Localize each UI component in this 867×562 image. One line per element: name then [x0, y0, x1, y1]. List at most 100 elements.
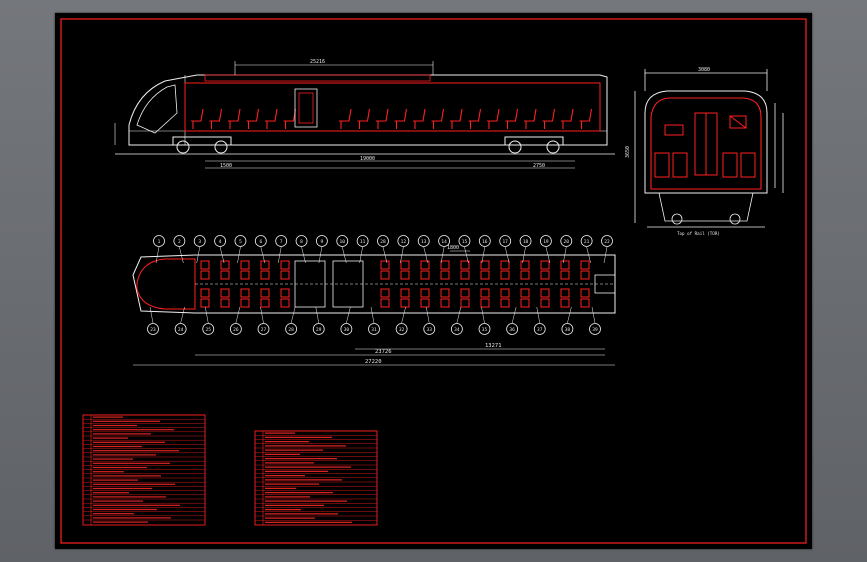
plan-seat [580, 260, 590, 270]
plan-seat [200, 298, 210, 308]
legend-row-text [265, 445, 346, 447]
plan-seat [500, 288, 510, 298]
legend-row-text [93, 492, 129, 494]
plan-seat [260, 288, 270, 298]
dim-side-mid: 19000 [360, 156, 375, 162]
balloon-number: 10 [340, 239, 346, 245]
balloon [275, 235, 288, 247]
balloon-number: 23 [150, 327, 156, 333]
legend-row-text [93, 500, 143, 502]
balloon-number: 28 [288, 327, 294, 333]
legend-row-text [93, 450, 179, 452]
legend-row-text [93, 479, 138, 481]
balloon [340, 323, 353, 335]
plan-seat [580, 288, 590, 298]
balloon-number: 29 [316, 327, 322, 333]
plan-seat [520, 260, 530, 270]
legend-row-text [93, 475, 161, 477]
balloon [533, 323, 546, 335]
legend-table-left[interactable] [82, 414, 206, 526]
balloon-number: 32 [399, 327, 405, 333]
front-cross-section[interactable]: 3080 3650 Top of Rail (TOR) [625, 67, 784, 236]
plan-seat [420, 260, 430, 270]
balloon-number: 39 [592, 327, 598, 333]
plan-seat [440, 298, 450, 308]
seat-mark [524, 108, 537, 129]
plan-seat [540, 298, 550, 308]
legend-row-text [93, 429, 174, 431]
legend-row-text [265, 487, 296, 489]
legend-row-text [265, 496, 310, 498]
balloon [499, 235, 512, 247]
balloon-number: 18 [523, 239, 529, 245]
balloon [561, 323, 574, 335]
balloon [395, 323, 408, 335]
seat-mark [376, 108, 389, 129]
plan-seat [260, 298, 270, 308]
balloon-number: 9 [321, 239, 324, 245]
seat-mark [487, 108, 500, 129]
dim-plan-mid: 23726 [375, 349, 392, 355]
balloon [506, 323, 519, 335]
legend-row-text [93, 437, 128, 439]
plan-seat [380, 260, 390, 270]
balloon-number: 11 [360, 239, 366, 245]
legend-row-text [265, 504, 324, 506]
balloon-number: 30 [344, 327, 350, 333]
balloon-number: 7 [280, 239, 283, 245]
seat-mark [561, 108, 574, 129]
balloon-number: 25 [206, 327, 212, 333]
plan-seat [240, 270, 250, 280]
plan-seat [480, 260, 490, 270]
dim-side-overall: 25216 [310, 59, 325, 65]
plan-seat [380, 298, 390, 308]
legend-row-text [93, 496, 166, 498]
plan-seat [460, 260, 470, 270]
side-elevation[interactable]: 25216 19000 2750 1500 [114, 59, 615, 169]
plan-seat [460, 298, 470, 308]
plan-seat [380, 288, 390, 298]
plan-seat [400, 298, 410, 308]
balloon [254, 235, 267, 247]
plan-seat [280, 260, 290, 270]
legend-row-text [265, 462, 314, 464]
plan-seat [280, 298, 290, 308]
balloon [257, 323, 270, 335]
balloon-number: 17 [502, 239, 508, 245]
balloon-number: 1 [158, 239, 161, 245]
balloon-number: 34 [454, 327, 460, 333]
seat-mark [468, 108, 482, 129]
plan-seat [240, 260, 250, 270]
legend-row-text [265, 483, 319, 485]
plan-seat [400, 270, 410, 280]
plan-seat [460, 288, 470, 298]
plan-seat [220, 270, 230, 280]
legend-row-text [93, 458, 133, 460]
balloon [450, 323, 463, 335]
balloon-number: 3 [198, 239, 201, 245]
plan-seat [520, 288, 530, 298]
seat-mark [542, 108, 556, 129]
seat-mark [191, 108, 204, 129]
seat-mark [357, 108, 371, 129]
balloon [174, 323, 187, 335]
balloon-number: 33 [427, 327, 433, 333]
dim-front-width: 3080 [698, 67, 710, 73]
legend-table-right[interactable] [254, 430, 378, 526]
balloon-number: 19 [543, 239, 549, 245]
drawing-sheet[interactable]: 25216 19000 2750 1500 [55, 13, 812, 549]
legend-row-text [265, 470, 328, 472]
seat-mark [265, 108, 278, 129]
plan-seat [540, 260, 550, 270]
plan-seat [460, 270, 470, 280]
balloon [153, 235, 165, 247]
legend-row-text [93, 441, 165, 443]
plan-seat [420, 288, 430, 298]
legend-row-text [93, 504, 180, 506]
plan-seat [560, 260, 570, 270]
plan-seat [220, 298, 230, 308]
section-caption: Top of Rail (TOR) [677, 231, 720, 236]
plan-seat [580, 298, 590, 308]
